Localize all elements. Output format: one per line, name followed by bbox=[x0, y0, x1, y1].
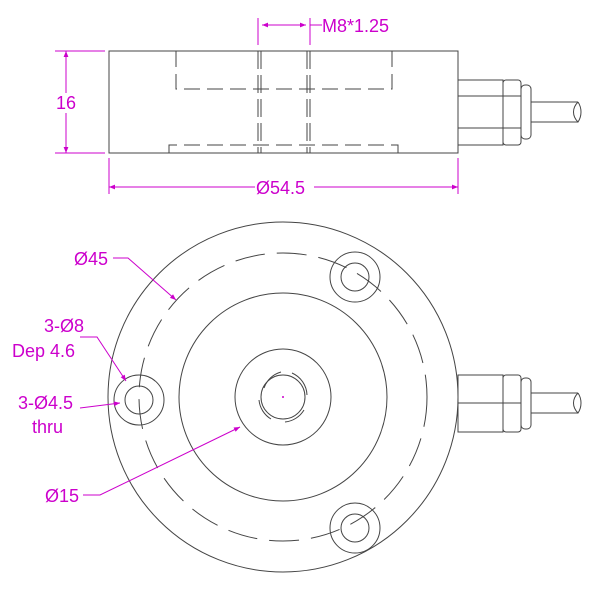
through-hole-label-line1: 3-Ø4.5 bbox=[18, 393, 73, 413]
center-boss-circle bbox=[234, 348, 332, 446]
mounting-hole-left bbox=[113, 374, 165, 426]
bottom-recess-hidden-line bbox=[168, 144, 399, 153]
body-outline bbox=[108, 50, 459, 154]
side-view bbox=[108, 50, 582, 154]
through-hole-label-line2: thru bbox=[32, 417, 63, 437]
bolt-circle bbox=[138, 252, 428, 542]
diameter-dimension-label: Ø54.5 bbox=[256, 178, 305, 198]
mounting-hole-bottom-right bbox=[329, 502, 381, 554]
cable-gland bbox=[457, 79, 582, 146]
counterbore-label-line1: 3-Ø8 bbox=[44, 316, 84, 336]
top-cable-gland bbox=[457, 374, 582, 433]
top-pocket-hidden-line bbox=[175, 51, 393, 90]
bolt-circle-label: Ø45 bbox=[74, 249, 108, 269]
center-boss-label: Ø15 bbox=[45, 486, 79, 506]
inner-step-circle bbox=[178, 292, 388, 502]
top-view-leaders bbox=[79, 257, 241, 496]
center-point bbox=[282, 396, 284, 398]
thread-hidden-lines bbox=[257, 51, 311, 153]
mounting-hole-top-right bbox=[329, 251, 381, 303]
thread-dimension-label: M8*1.25 bbox=[322, 16, 389, 36]
top-view bbox=[107, 221, 582, 573]
counterbore-label-line2: Dep 4.6 bbox=[12, 341, 75, 361]
side-view-dimensions bbox=[55, 18, 459, 194]
height-dimension-label: 16 bbox=[56, 93, 76, 113]
thread-major-arcs bbox=[258, 371, 308, 423]
thread-minor-circle bbox=[260, 374, 306, 420]
